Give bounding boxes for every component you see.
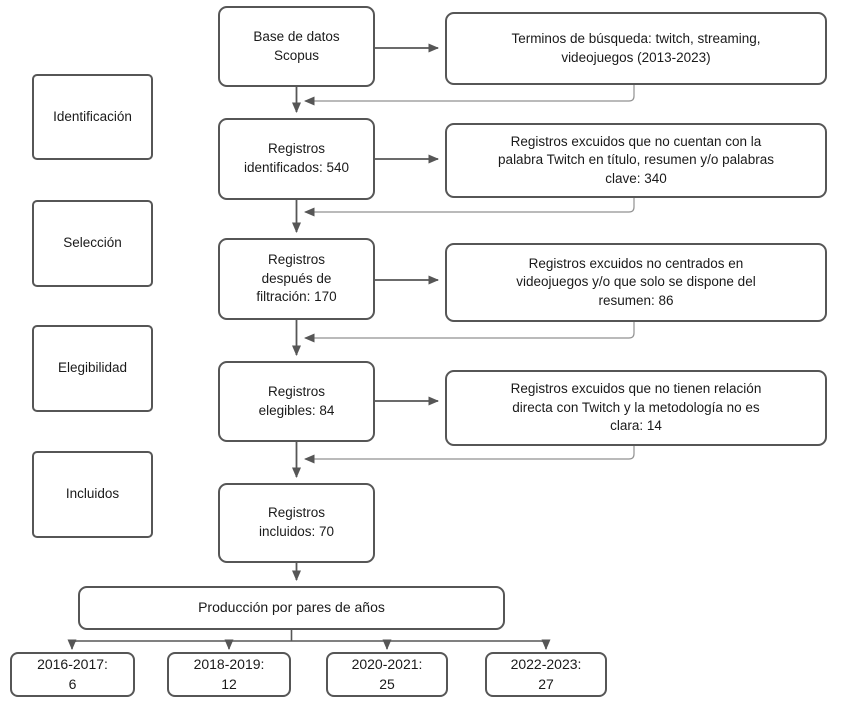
year-box-2020-2021: 2020-2021: 25	[326, 652, 448, 697]
feedback-line-2	[304, 198, 635, 217]
year-box-2016-2017: 2016-2017: 6	[10, 652, 135, 697]
year-box-2018-2019: 2018-2019: 12	[167, 652, 291, 697]
flow-box-filtered: Registros después de filtración: 170	[218, 238, 375, 320]
feedback-line-3	[304, 322, 635, 343]
stage-box-identificacion: Identificación	[32, 74, 153, 160]
exclusion-box-excluded-relation: Registros excuidos que no tienen relació…	[445, 370, 827, 446]
feedback-line-1	[304, 85, 635, 106]
flow-box-eligible: Registros elegibles: 84	[218, 361, 375, 442]
stage-box-seleccion: Selección	[32, 200, 153, 287]
flow-box-database: Base de datos Scopus	[218, 6, 375, 87]
stage-box-incluidos: Incluidos	[32, 451, 153, 538]
year-box-2022-2023: 2022-2023: 27	[485, 652, 607, 697]
production-box: Producción por pares de años	[78, 586, 505, 630]
stage-box-elegibilidad: Elegibilidad	[32, 325, 153, 412]
exclusion-box-excluded-focus: Registros excuidos no centrados en video…	[445, 243, 827, 322]
exclusion-box-excluded-title: Registros excuidos que no cuentan con la…	[445, 123, 827, 198]
exclusion-box-search-terms: Terminos de búsqueda: twitch, streaming,…	[445, 12, 827, 85]
year-split-crossbar	[71, 640, 547, 647]
flow-box-identified: Registros identificados: 540	[218, 118, 375, 200]
feedback-line-4	[304, 446, 635, 464]
flow-box-included: Registros incluidos: 70	[218, 483, 375, 563]
